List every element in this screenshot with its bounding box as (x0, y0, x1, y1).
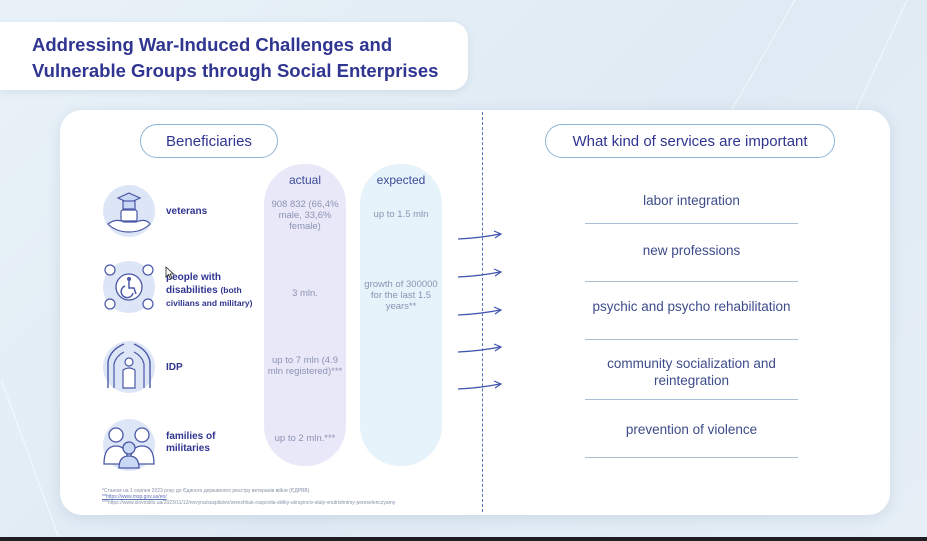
slide-title-line-1: Addressing War-Induced Challenges and (32, 34, 393, 55)
expected-column (360, 164, 442, 466)
service-psycho-rehabilitation: psychic and psycho rehabilitation (585, 288, 798, 340)
beneficiary-label-disabilities: people with disabilities (both civilians… (166, 272, 260, 310)
beneficiary-label-idp: IDP (166, 362, 258, 374)
beneficiary-label-main: veterans (166, 206, 208, 217)
actual-cell-veterans: 908 832 (66,4% male, 33,6% female) (271, 199, 339, 232)
slide-title-line-2: Vulnerable Groups through Social Enterpr… (32, 60, 439, 81)
actual-column-header: actual (288, 173, 322, 187)
footnote-3-link[interactable]: ***https://www.slovoidilo.ua/2023/11/12/… (102, 500, 396, 506)
beneficiary-label-sub: (both civilians and military) (166, 285, 253, 308)
arrow-right-icon (457, 268, 503, 278)
disability-icon (103, 261, 155, 313)
veteran-icon (103, 185, 155, 237)
beneficiary-label-families: families of militaries (166, 431, 258, 455)
background-line (725, 0, 796, 120)
slide-bottom-bar (0, 537, 927, 541)
beneficiary-label-main: families of militaries (166, 431, 216, 454)
content-card (60, 110, 890, 515)
actual-cell-disabilities: 3 mln. (292, 288, 318, 299)
arrow-right-icon (457, 230, 503, 240)
service-community-socialization: community socialization and reintegratio… (585, 354, 798, 400)
footnote-2-link[interactable]: **https://www.msp.gov.ua/en/ (102, 494, 167, 500)
service-labor-integration: labor integration (585, 188, 798, 224)
expected-cell-disabilities: growth of 300000 for the last 1.5 years*… (364, 279, 438, 312)
beneficiary-label-veterans: veterans (166, 206, 258, 218)
service-new-professions: new professions (585, 238, 798, 282)
beneficiaries-heading: Beneficiaries (140, 124, 278, 158)
footnote-1: *Станом на 1 серпня 2023 року до Єдиного… (102, 488, 310, 494)
background-line (0, 380, 61, 540)
service-prevention-of-violence: prevention of violence (585, 418, 798, 458)
dashed-divider (482, 112, 483, 512)
services-heading: What kind of services are important (545, 124, 835, 158)
expected-column-header: expected (376, 173, 426, 187)
idp-icon (103, 341, 155, 393)
beneficiary-label-main: people with disabilities (166, 272, 221, 296)
actual-column (264, 164, 346, 466)
arrow-right-icon (457, 306, 503, 316)
expected-cell-veterans: up to 1.5 mln (373, 209, 429, 220)
actual-cell-idp: up to 7 mln (4.9 mln registered)*** (267, 355, 343, 377)
actual-cell-families: up to 2 mln.*** (274, 433, 336, 444)
title-box: Addressing War-Induced Challenges and Vu… (0, 22, 468, 90)
beneficiary-label-main: IDP (166, 362, 183, 373)
arrow-right-icon (457, 380, 503, 390)
arrow-right-icon (457, 343, 503, 353)
mouse-cursor-icon (165, 266, 175, 280)
family-icon (103, 419, 155, 471)
